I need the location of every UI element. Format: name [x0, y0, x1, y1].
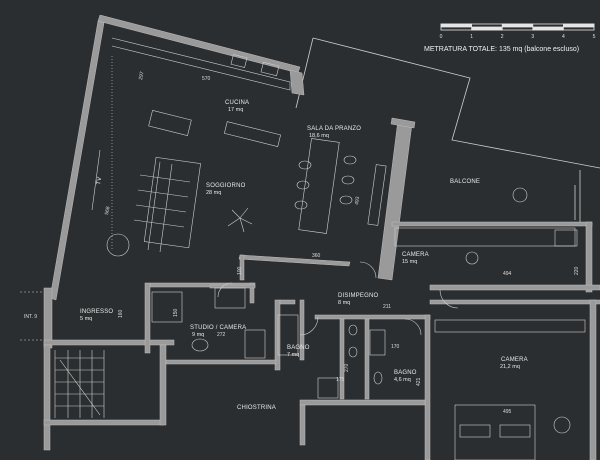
scale-tick-4: 4: [562, 34, 565, 40]
tv-label: TV: [96, 176, 103, 185]
room-name-sala-pranzo: SALA DA PRANZO: [307, 126, 361, 132]
stairs: [54, 350, 105, 418]
room-area-camera-1: 15 mq: [402, 259, 417, 265]
room-name-bagno-1: BAGNO: [287, 345, 310, 351]
room-name-cucina: CUCINA: [225, 100, 249, 106]
room-name-studio: STUDIO / CAMERA: [190, 325, 246, 331]
room-name-chiostrina: CHIOSTRINA: [237, 405, 276, 411]
room-area-ingresso: 5 mq: [80, 316, 92, 322]
dimension-220: 220: [574, 266, 580, 275]
dimension-421: 421: [416, 377, 422, 386]
dimension-175: 175: [336, 377, 345, 383]
dimension-270: 270: [344, 363, 350, 372]
total-area-title: METRATURA TOTALE: 135 mq (balcone esclus…: [424, 46, 579, 53]
room-area-bagno-2: 4,6 mq: [394, 377, 411, 383]
room-area-soggiorno: 28 mq: [206, 190, 221, 196]
dimension-297: 297: [138, 71, 145, 80]
furniture: [20, 37, 586, 460]
dimension-100: 100: [237, 266, 243, 275]
dimension-495: 495: [503, 409, 512, 415]
room-name-soggiorno: SOGGIORNO: [206, 183, 246, 189]
room-name-bagno-2: BAGNO: [394, 370, 417, 376]
room-area-sala-pranzo: 18,6 mq: [309, 133, 329, 139]
dimension-150: 150: [173, 308, 179, 317]
room-name-camera-2: CAMERA: [501, 357, 528, 363]
balcony-outline: [295, 37, 600, 225]
dimension-360: 360: [312, 253, 321, 259]
plant-icon: [227, 207, 253, 233]
room-area-cucina: 17 mq: [228, 107, 243, 113]
room-area-bagno-1: 7 mq: [287, 352, 299, 358]
dimension-211: 211: [383, 304, 391, 310]
dimension-570: 570: [202, 76, 211, 82]
room-name-balcone: BALCONE: [450, 179, 480, 185]
scale-tick-1: 1: [470, 34, 473, 40]
room-area-camera-2: 21,2 mq: [500, 364, 520, 370]
dimension-170: 170: [391, 344, 400, 350]
scale-tick-5: 5: [593, 34, 596, 40]
dimension-272: 272: [217, 332, 226, 338]
scale-tick-0: 0: [440, 34, 443, 40]
room-name-disimpegno: DISIMPEGNO: [338, 293, 378, 299]
dimension-493: 493: [354, 196, 361, 205]
dimension-160: 160: [118, 309, 124, 318]
walls: [43, 14, 600, 460]
dimension-494: 494: [503, 271, 512, 277]
sofa-grid: [133, 157, 201, 253]
dimension-568: 568: [104, 206, 111, 215]
apartment-number-label: INT. 9: [24, 314, 37, 320]
scale-tick-3: 3: [531, 34, 534, 40]
scale-bar: [440, 23, 595, 31]
room-name-ingresso: INGRESSO: [80, 309, 113, 315]
scale-tick-2: 2: [501, 34, 504, 40]
room-name-camera-1: CAMERA: [402, 252, 429, 258]
room-area-disimpegno: 8 mq: [338, 300, 350, 306]
room-area-studio: 9 mq: [192, 332, 204, 338]
